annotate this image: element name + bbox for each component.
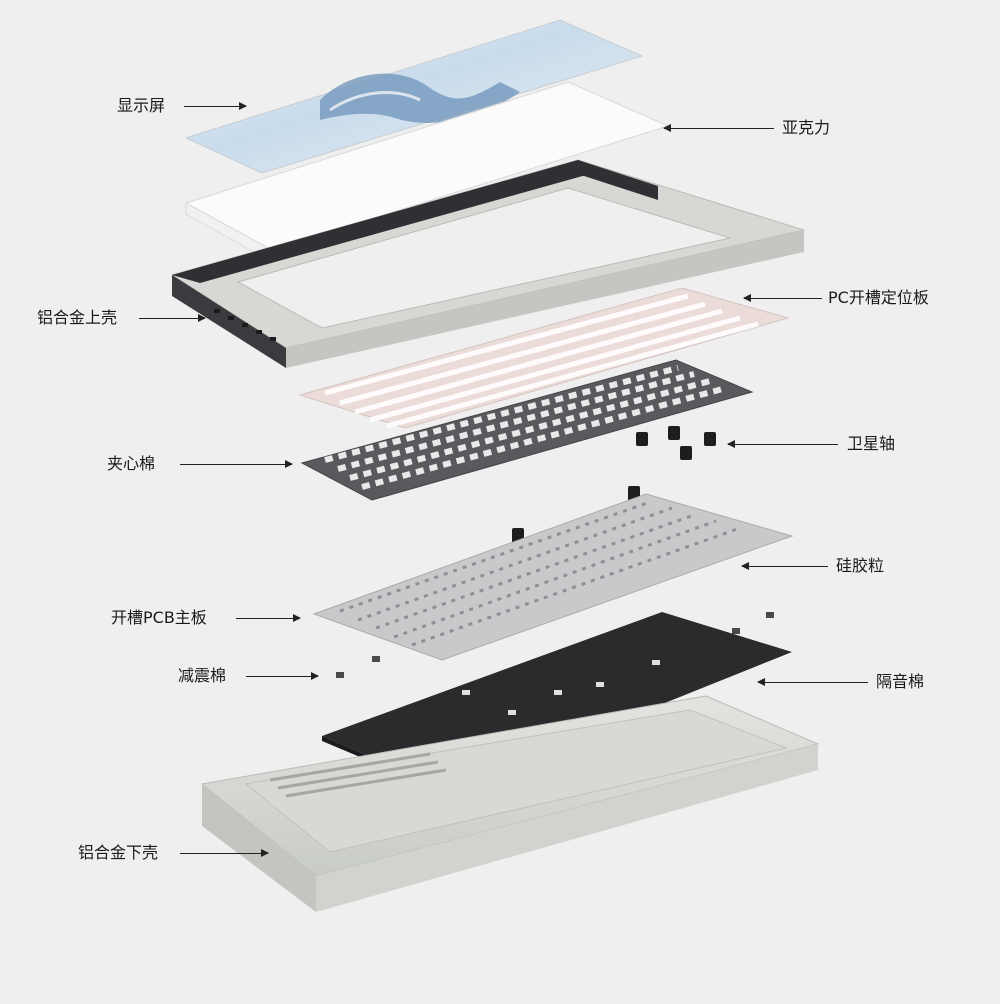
arrow-damping-foam xyxy=(246,672,319,680)
label-bottom-case: 铝合金下壳 xyxy=(78,843,159,862)
arrow-top-case xyxy=(139,314,206,322)
arrow-display xyxy=(184,102,247,110)
arrow-pcb xyxy=(236,614,301,622)
label-sound-foam: 隔音棉 xyxy=(876,672,925,691)
arrow-pc-plate xyxy=(743,294,822,302)
display-screen xyxy=(184,19,644,174)
damping-foam-pieces xyxy=(336,612,774,678)
sandwich-foam xyxy=(300,359,754,501)
arrow-sound-foam xyxy=(757,678,868,686)
label-pcb: 开槽PCB主板 xyxy=(111,608,207,627)
label-top-case: 铝合金上壳 xyxy=(37,308,118,327)
stabilizers xyxy=(512,426,716,544)
label-sandwich-foam: 夹心棉 xyxy=(107,454,156,473)
label-silicone-pads: 硅胶粒 xyxy=(836,556,885,575)
top-case xyxy=(170,159,806,368)
bottom-case xyxy=(200,695,820,912)
arrow-silicone-pads xyxy=(741,562,828,570)
label-display: 显示屏 xyxy=(117,96,166,115)
label-damping-foam: 减震棉 xyxy=(178,666,227,685)
label-stabilizers: 卫星轴 xyxy=(847,434,896,453)
arrow-bottom-case xyxy=(180,849,269,857)
arrow-stabilizers xyxy=(727,440,838,448)
pcb-board xyxy=(312,493,794,661)
label-pc-plate: PC开槽定位板 xyxy=(828,288,929,307)
pc-plate xyxy=(298,287,790,429)
arrow-sandwich-foam xyxy=(180,460,293,468)
label-acrylic: 亚克力 xyxy=(782,118,831,137)
arrow-acrylic xyxy=(663,124,774,132)
